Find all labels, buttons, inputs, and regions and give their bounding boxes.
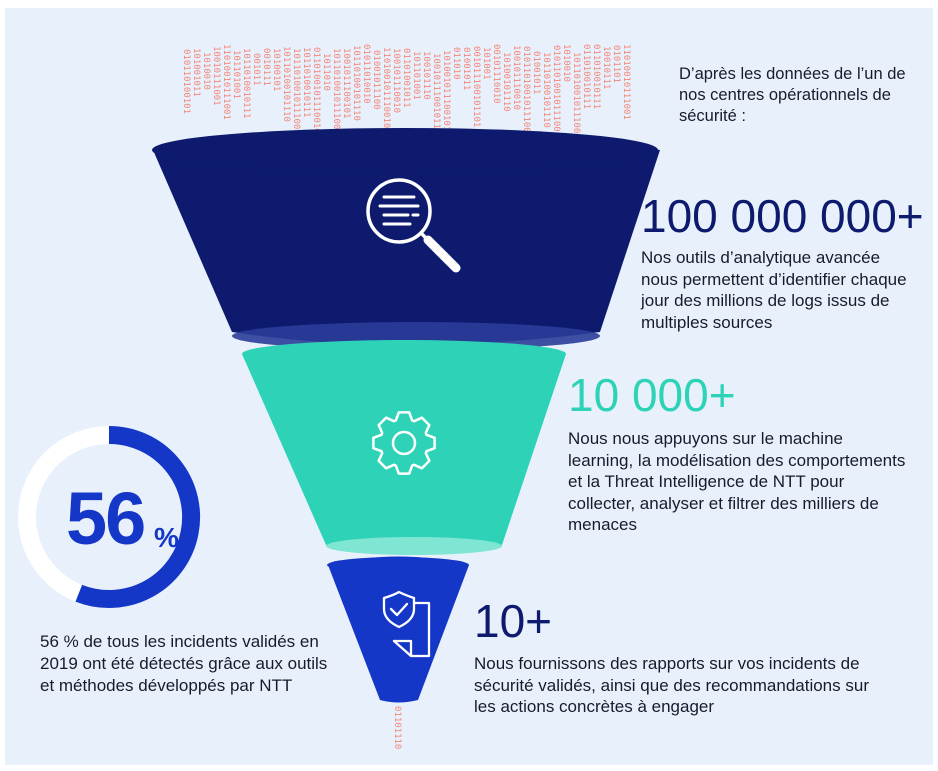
stat-ring-arc bbox=[75, 426, 201, 608]
stage-2-number: 10 000+ bbox=[568, 369, 736, 421]
binary-digits: 110100101110010110 bbox=[381, 47, 391, 145]
binary-digits: 001011100101101 bbox=[471, 46, 481, 127]
stage-1-number: 100 000 000+ bbox=[641, 190, 924, 242]
funnel-stage-3-body bbox=[328, 556, 469, 703]
stage-3-description: Nous fournissons des rapports sur vos in… bbox=[474, 654, 869, 716]
stat-unit: % bbox=[154, 522, 179, 553]
funnel-stage-2 bbox=[242, 340, 566, 555]
funnel-stage-2-rim bbox=[242, 340, 566, 368]
binary-digits: 01011010010111001 bbox=[521, 46, 531, 138]
binary-digits: 101101001011100101 bbox=[291, 48, 301, 146]
binary-digits: 01101110 bbox=[392, 706, 402, 749]
stage-1-description: Nos outils d’analytique avancée nous per… bbox=[641, 248, 907, 332]
binary-digits: 1010010 bbox=[561, 44, 571, 82]
binary-digits: 011010 bbox=[451, 47, 461, 80]
binary-digits: 001011 bbox=[251, 53, 261, 86]
binary-digits: 0101101 bbox=[611, 45, 621, 83]
binary-digits: 1011010010111 bbox=[301, 47, 311, 117]
binary-digits: 100101110010 bbox=[511, 45, 521, 110]
binary-digits: 1011010010111 bbox=[241, 48, 251, 118]
binary-digits: 10100101 bbox=[271, 48, 281, 91]
binary-digits: 1010010 bbox=[201, 52, 211, 90]
binary-digits: 1011010 bbox=[321, 53, 331, 91]
binary-digits: 11010010111001 bbox=[221, 44, 231, 120]
stage-2-description: Nous nous appuyons sur le machine learni… bbox=[568, 429, 906, 534]
binary-digits: 100101110010110101 bbox=[431, 53, 441, 151]
binary-digits: 101001 bbox=[481, 47, 491, 80]
binary-digits: 101001011 bbox=[191, 48, 201, 97]
binary-digits: 1011010010111001 bbox=[571, 52, 581, 139]
binary-digits: 00101110010 bbox=[491, 44, 501, 104]
binary-digits: 101001011100101 bbox=[441, 50, 451, 131]
binary-digits: 011010010111 bbox=[591, 44, 601, 109]
binary-digits: 100101110010 bbox=[391, 48, 401, 113]
binary-digits: 01011010010 bbox=[361, 44, 371, 104]
magnifier-list-icon bbox=[366, 178, 461, 273]
binary-digits: 10110100101110 bbox=[351, 45, 361, 121]
binary-digits: 10010111 bbox=[601, 46, 611, 89]
shield-document-icon bbox=[382, 590, 431, 658]
binary-digits: 101101001 bbox=[231, 50, 241, 99]
binary-digits: 01001011 bbox=[531, 51, 541, 94]
binary-digits: 0110100101110010 bbox=[311, 47, 321, 134]
funnel-stage-2-bottom bbox=[326, 537, 502, 555]
binary-digits: 01001011 bbox=[461, 47, 471, 90]
stat-value: 56 bbox=[66, 477, 146, 560]
binary-digits: 10110100101110 bbox=[541, 52, 551, 128]
funnel-stage-3-rim bbox=[327, 557, 469, 573]
binary-digits: 010110100101 bbox=[181, 49, 191, 114]
binary-digits: 10100101110 bbox=[501, 52, 511, 112]
funnel-stage-2-body bbox=[242, 340, 566, 553]
binary-digits: 0010111 bbox=[261, 48, 271, 86]
binary-digits: 10110100101110 bbox=[281, 46, 291, 122]
binary-digits: 10010111001 bbox=[211, 46, 221, 106]
intro-text: D’après les données de l’un de nos centr… bbox=[679, 65, 906, 125]
funnel-stage-1 bbox=[152, 128, 660, 350]
binary-digits: 101101001 bbox=[411, 51, 421, 100]
binary-digits: 011010010111 bbox=[581, 44, 591, 109]
binary-digits: 0101101001011100 bbox=[551, 45, 561, 132]
funnel-stage-1-rim bbox=[152, 128, 658, 172]
stage-3-number: 10+ bbox=[474, 595, 553, 647]
binary-stream-bottom: 01101110 bbox=[392, 706, 402, 749]
gear-icon bbox=[372, 411, 436, 475]
binary-digits: 1001011100101 bbox=[341, 48, 351, 118]
funnel-stage-3 bbox=[327, 556, 469, 703]
stat-ring bbox=[18, 426, 201, 608]
binary-digits: 11010010111001 bbox=[621, 44, 631, 120]
binary-digits: 100101110 bbox=[421, 51, 431, 100]
binary-digits: 01001011100 bbox=[371, 50, 381, 110]
binary-digits: 01101001011 bbox=[401, 48, 411, 108]
binary-digits: 10110100101110010 bbox=[331, 48, 341, 140]
stat-description: 56 % de tous les incidents validés en 20… bbox=[40, 632, 328, 695]
